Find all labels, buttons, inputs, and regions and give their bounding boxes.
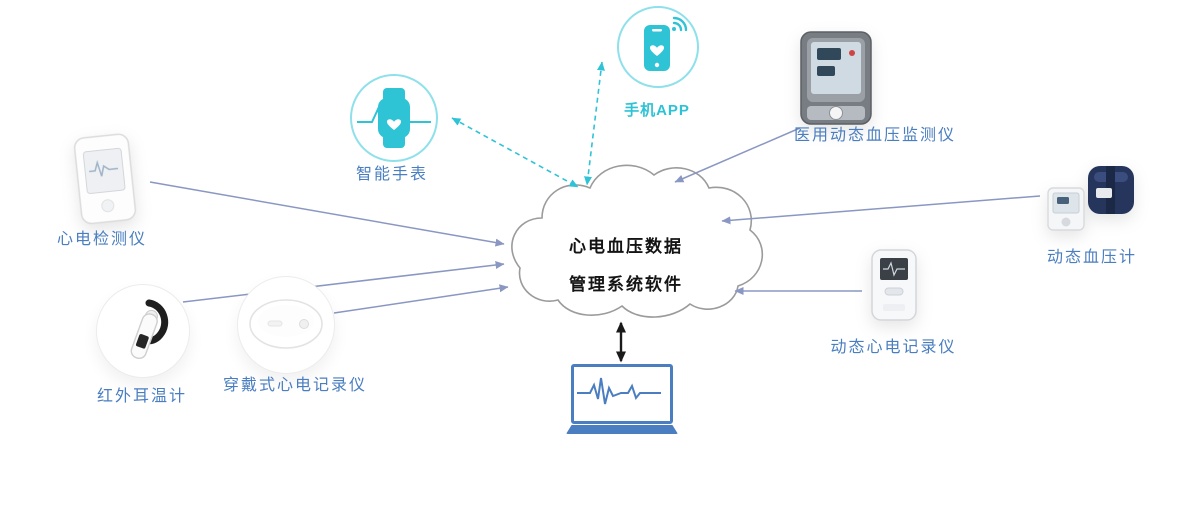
laptop-base [566,425,678,434]
patch-ecg-recorder-device [238,277,334,373]
ear-thermometer-node [96,284,190,378]
patch-recorder-node [237,276,335,374]
holter-label: 动态心电记录仪 [830,339,957,356]
smartwatch-label: 智能手表 [355,166,428,183]
handheld-ecg-label: 心电检测仪 [56,231,147,248]
ear-thermometer-label: 红外耳温计 [96,388,187,405]
arrow-monitor-to-cloud [674,127,801,183]
cloud-title: 心电血压数据 管理系统软件 [546,228,706,304]
bp-monitor-device [791,30,879,126]
laptop-node [566,364,678,434]
handheld-ecg-node [64,132,144,226]
arrow-cloud-phone-dashed [584,61,605,186]
handheld-ecg-device [59,128,148,230]
smartwatch-node [350,74,438,162]
arrow-ear-to-cloud [182,261,505,303]
laptop-ecg-icon [571,364,673,424]
arm-bp-node [1046,162,1138,234]
arrow-armbp-to-cloud [721,195,1041,225]
patch-recorder-label: 穿戴式心电记录仪 [222,377,367,394]
arm-bp-meter-device [1046,162,1138,234]
arrow-handheld-to-cloud [149,181,505,247]
smartphone-node [617,6,699,88]
smartwatch-icon [350,74,438,162]
bp-monitor-node [791,30,879,126]
arrow-cloud-watch-dashed [451,117,579,188]
arm-bp-label: 动态血压计 [1046,249,1137,266]
ear-thermometer-device [97,285,189,377]
holter-node [866,248,922,322]
cloud-title-line1: 心电血压数据 [569,237,683,256]
arrow-patch-to-cloud [333,284,509,314]
smartphone-icon [617,6,699,88]
bp-monitor-label: 医用动态血压监测仪 [793,127,956,144]
smartphone-label: 手机APP [624,102,690,119]
cloud-title-line2: 管理系统软件 [569,275,683,294]
holter-recorder-device [866,248,922,322]
